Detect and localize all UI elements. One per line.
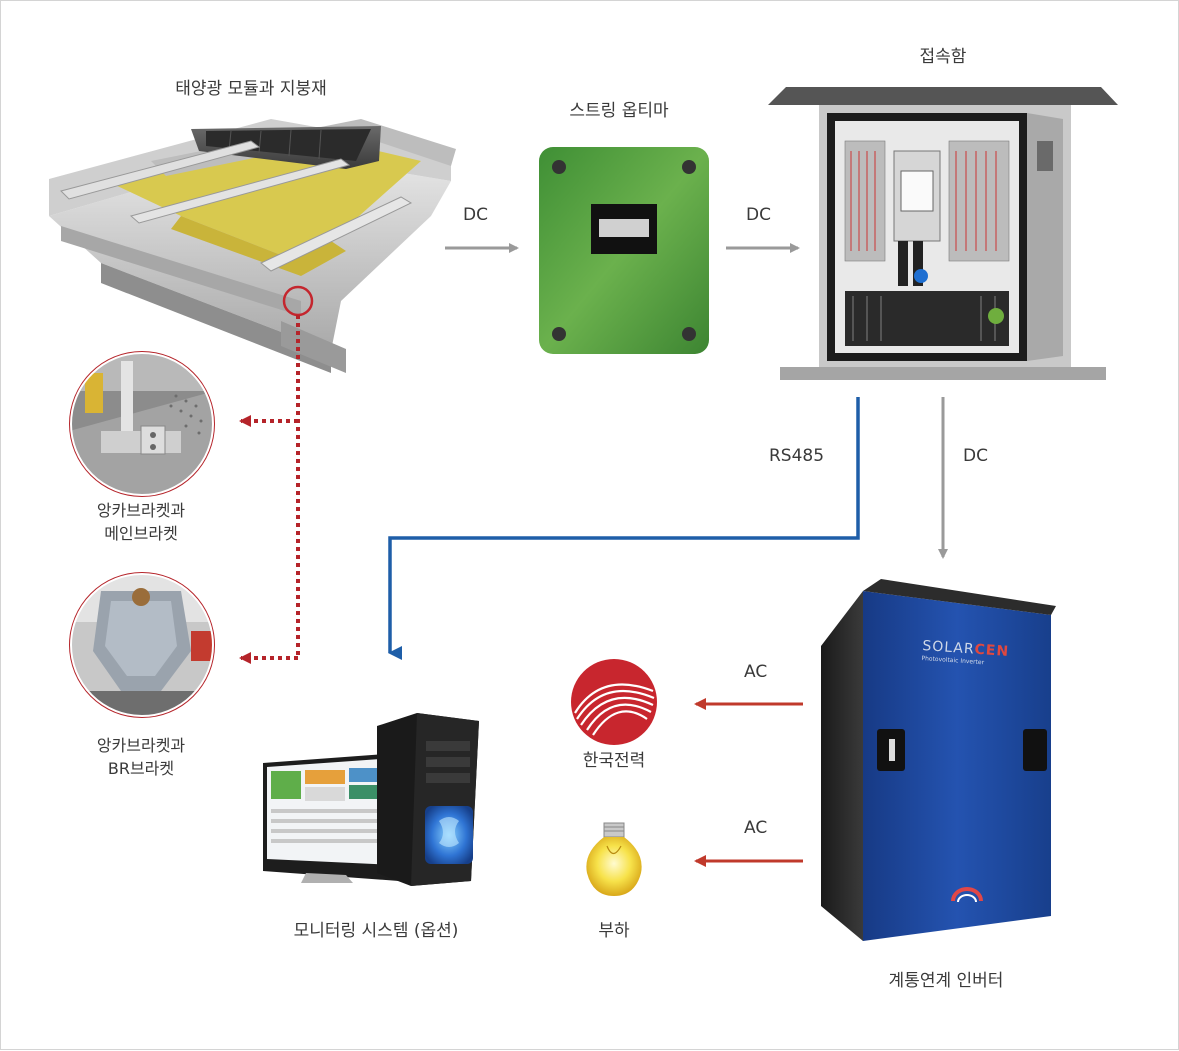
bracket2-label-line1: 앙카브라켓과 [96, 736, 186, 755]
ac-label-kepco: AC [744, 662, 768, 682]
rs485-label: RS485 [769, 446, 825, 466]
kepco-label: 한국전력 [582, 751, 646, 771]
bracket1-label-line2: 메인브라켓 [104, 524, 178, 544]
bracket1-label: 앙카브라켓과 메인브라켓 [61, 499, 221, 545]
dc-label-optimizer-junction: DC [746, 205, 771, 225]
monitoring-label: 모니터링 시스템 (옵션) [293, 921, 459, 941]
solar-roof-image [49, 119, 456, 373]
desktop-computer-icon [263, 713, 479, 886]
bracket2-label-line2: BR브라켓 [107, 759, 175, 779]
junction-box-cabinet [768, 87, 1118, 380]
inverter-cabinet [821, 579, 1056, 941]
inverter-brand-cen: CEN [974, 641, 1010, 661]
optimizer-label: 스트링 옵티마 [569, 101, 669, 121]
load-label: 부하 [598, 921, 630, 941]
dc-label-junction-inverter: DC [963, 446, 988, 466]
bracket2-label: 앙카브라켓과 BR브라켓 [61, 734, 221, 780]
inverter-label: 계통연계 인버터 [888, 971, 1004, 991]
string-optimizer-box [539, 147, 709, 354]
rs485-line [388, 397, 860, 660]
junction-box-label: 접속함 [919, 47, 967, 67]
kepco-logo [571, 659, 657, 745]
light-bulb-icon [586, 822, 642, 896]
bracket-callout-lines [239, 315, 300, 664]
ac-label-load: AC [744, 818, 768, 838]
roof-label: 태양광 모듈과 지붕재 [175, 79, 327, 99]
anchor-main-bracket-image [69, 351, 215, 497]
dc-label-roof-optimizer: DC [463, 205, 488, 225]
anchor-br-bracket-image [69, 572, 215, 718]
bracket1-label-line1: 앙카브라켓과 [96, 501, 186, 520]
